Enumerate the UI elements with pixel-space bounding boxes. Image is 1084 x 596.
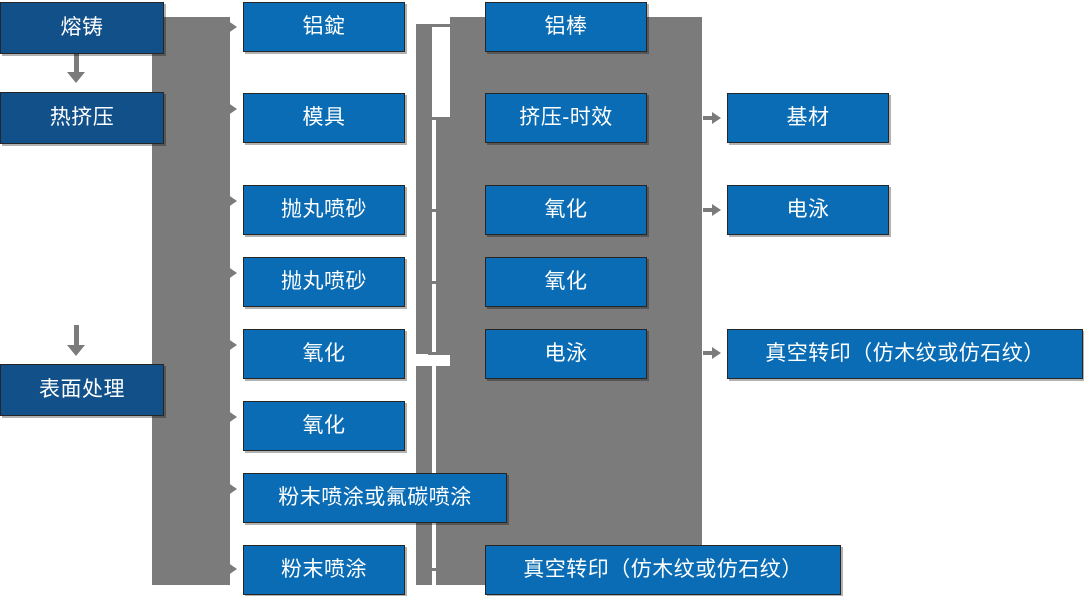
arrow-right-icon: [224, 192, 237, 210]
process-powder-coating[interactable]: 粉末喷涂: [243, 545, 405, 595]
arrow-right-icon: [712, 112, 721, 124]
arrow-right-icon: [224, 100, 237, 118]
treatment-electrophoresis[interactable]: 电泳: [485, 329, 647, 379]
connector-extrude-to-surface-shaft: [74, 325, 79, 348]
stage-surface-treat[interactable]: 表面处理: [0, 364, 164, 416]
process-shot-blast-1-label: 抛丸喷砂: [281, 198, 367, 222]
treatment-extrusion-aging-label: 挤压-时效: [519, 106, 613, 130]
arrow-right-icon: [224, 18, 237, 36]
arrow-right-icon: [224, 336, 237, 354]
treatment-oxidation-1[interactable]: 氧化: [485, 185, 647, 235]
treatment-oxidation-2-label: 氧化: [544, 270, 588, 294]
output-base-material-label: 基材: [786, 106, 830, 130]
connector-rung-3: [428, 209, 456, 212]
process-oxidation-1[interactable]: 氧化: [243, 329, 405, 379]
arrow-right-icon: [224, 560, 237, 578]
process-powder-or-pvdf[interactable]: 粉末喷涂或氟碳喷涂: [243, 473, 507, 523]
arrow-right-shaft: [703, 351, 716, 355]
arrow-down-icon: [67, 72, 85, 83]
stage-hot-extrude-label: 热挤压: [49, 106, 115, 130]
process-oxidation-2-label: 氧化: [302, 414, 346, 438]
treatment-aluminum-bar-label: 铝棒: [544, 15, 588, 39]
process-shot-blast-2[interactable]: 抛丸喷砂: [243, 257, 405, 307]
arrow-right-icon: [224, 408, 237, 426]
arrow-right-icon: [712, 347, 721, 359]
stage-surface-treat-label: 表面处理: [39, 378, 125, 402]
treatment-extrusion-aging[interactable]: 挤压-时效: [485, 93, 647, 143]
arrow-right-shaft: [703, 116, 716, 120]
arrow-right-icon: [224, 480, 237, 498]
output-electrophoresis[interactable]: 电泳: [727, 185, 889, 235]
stage-melt-cast[interactable]: 熔铸: [0, 2, 164, 54]
process-oxidation-1-label: 氧化: [302, 342, 346, 366]
stage-hot-extrude[interactable]: 热挤压: [0, 92, 164, 144]
process-shot-blast-1[interactable]: 抛丸喷砂: [243, 185, 405, 235]
process-powder-coating-label: 粉末喷涂: [281, 558, 367, 582]
process-oxidation-2[interactable]: 氧化: [243, 401, 405, 451]
connector-rung-2: [428, 117, 456, 120]
process-aluminum-ingot[interactable]: 铝錠: [243, 2, 405, 52]
connector-rung-5: [428, 352, 456, 355]
stage-melt-cast-label: 熔铸: [60, 16, 104, 40]
treatment-vacuum-transfer[interactable]: 真空转印（仿木纹或仿石纹）: [485, 545, 841, 595]
arrow-right-icon: [224, 264, 237, 282]
arrow-down-icon: [67, 345, 85, 356]
connector-stage-to-process-band: [152, 17, 230, 585]
treatment-aluminum-bar[interactable]: 铝棒: [485, 2, 647, 52]
connector-rung-6: [428, 568, 456, 571]
process-aluminum-ingot-label: 铝錠: [302, 15, 346, 39]
arrow-right-shaft: [703, 208, 716, 212]
connector-surface-stub: [164, 388, 188, 391]
connector-rail-right-upper: [436, 118, 452, 354]
connector-melt-to-extrude-shaft: [74, 52, 79, 75]
process-shot-blast-2-label: 抛丸喷砂: [281, 270, 367, 294]
treatment-electrophoresis-label: 电泳: [544, 342, 588, 366]
connector-rung-1: [428, 24, 456, 27]
treatment-oxidation-1-label: 氧化: [544, 198, 588, 222]
connector-rail-left-upper: [416, 24, 432, 354]
output-vacuum-transfer[interactable]: 真空转印（仿木纹或仿石纹）: [727, 329, 1083, 379]
connector-rung-4: [428, 281, 456, 284]
output-base-material[interactable]: 基材: [727, 93, 889, 143]
output-electrophoresis-label: 电泳: [786, 198, 830, 222]
treatment-oxidation-2[interactable]: 氧化: [485, 257, 647, 307]
process-mold[interactable]: 模具: [243, 93, 405, 143]
treatment-vacuum-transfer-label: 真空转印（仿木纹或仿石纹）: [523, 558, 803, 582]
process-powder-or-pvdf-label: 粉末喷涂或氟碳喷涂: [278, 486, 472, 510]
process-mold-label: 模具: [302, 106, 346, 130]
arrow-right-icon: [712, 204, 721, 216]
output-vacuum-transfer-label: 真空转印（仿木纹或仿石纹）: [765, 342, 1045, 366]
